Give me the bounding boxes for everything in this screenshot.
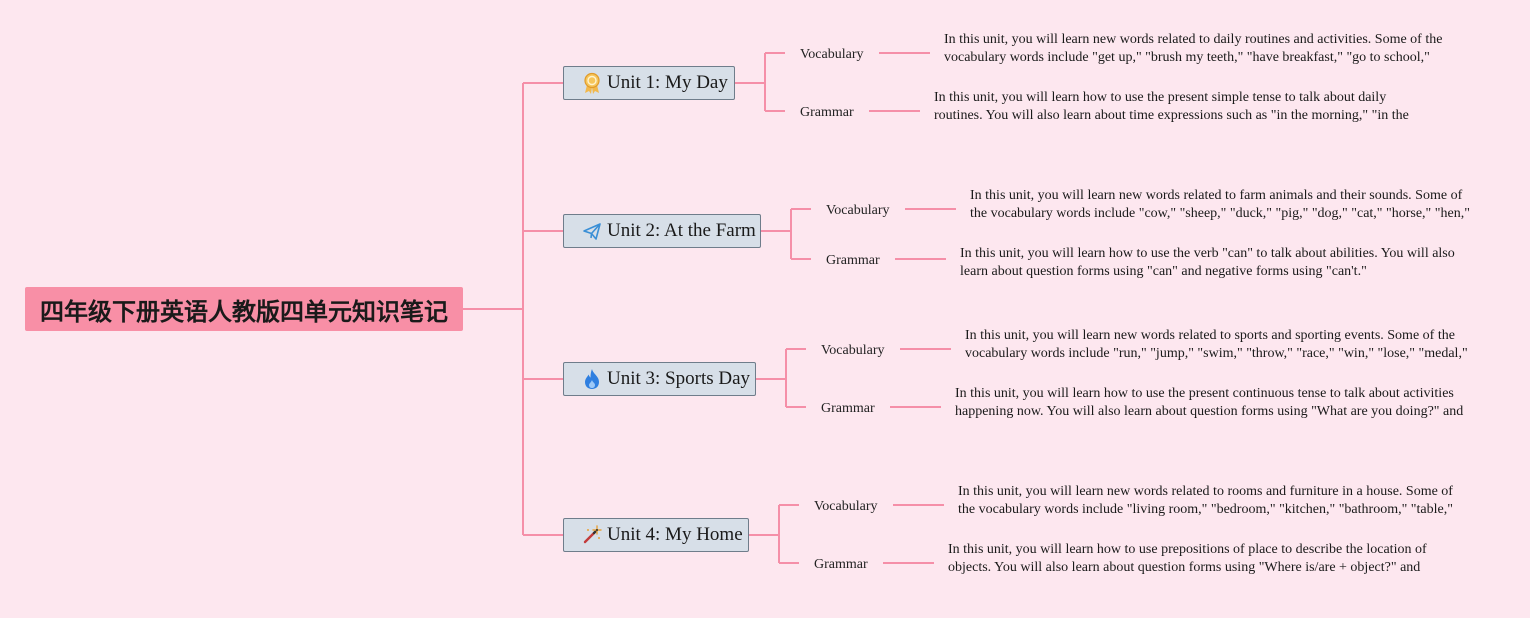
unit3-grammar-text: In this unit, you will learn how to use … [955,386,1464,423]
flame-icon [581,368,603,390]
unit1-vocabulary-node[interactable]: Vocabulary [800,47,864,62]
unit-title: Unit 3: Sports Day [607,368,751,389]
unit3-vocabulary-text: In this unit, you will learn new words r… [965,328,1468,365]
unit3-grammar-node[interactable]: Grammar [821,401,875,416]
unit4-vocabulary-text: In this unit, you will learn new words r… [958,484,1453,521]
unit4-vocabulary-node[interactable]: Vocabulary [814,499,878,514]
unit-node-1[interactable]: Unit 1: My Day [563,66,735,100]
unit2-grammar-node[interactable]: Grammar [826,253,880,268]
unit4-branch [749,504,799,564]
unit2-vocabulary-node[interactable]: Vocabulary [826,203,890,218]
root-topic[interactable]: 四年级下册英语人教版四单元知识笔记 [25,287,463,331]
unit-node-2[interactable]: Unit 2: At the Farm [563,214,761,248]
unit1-vocabulary-text: In this unit, you will learn new words r… [944,32,1443,69]
unit2-branch [761,208,811,260]
unit-title: Unit 2: At the Farm [607,220,756,241]
unit3-branch [756,348,806,408]
paper-plane-icon [581,220,603,242]
magic-wand-icon [581,524,603,546]
unit1-branch [735,52,785,112]
award-ribbon-icon [581,72,603,94]
unit3-vocabulary-node[interactable]: Vocabulary [821,343,885,358]
unit2-grammar-text: In this unit, you will learn how to use … [960,246,1455,279]
unit-node-4[interactable]: Unit 4: My Home [563,518,749,552]
unit1-grammar-node[interactable]: Grammar [800,105,854,120]
unit1-grammar-text: In this unit, you will learn how to use … [934,90,1409,127]
root-title: 四年级下册英语人教版四单元知识笔记 [40,297,448,326]
unit-title: Unit 1: My Day [607,72,728,93]
unit-title: Unit 4: My Home [607,524,743,545]
unit2-vocabulary-text: In this unit, you will learn new words r… [970,188,1470,225]
unit-node-3[interactable]: Unit 3: Sports Day [563,362,756,396]
unit4-grammar-node[interactable]: Grammar [814,557,868,572]
unit4-grammar-text: In this unit, you will learn how to use … [948,542,1427,579]
